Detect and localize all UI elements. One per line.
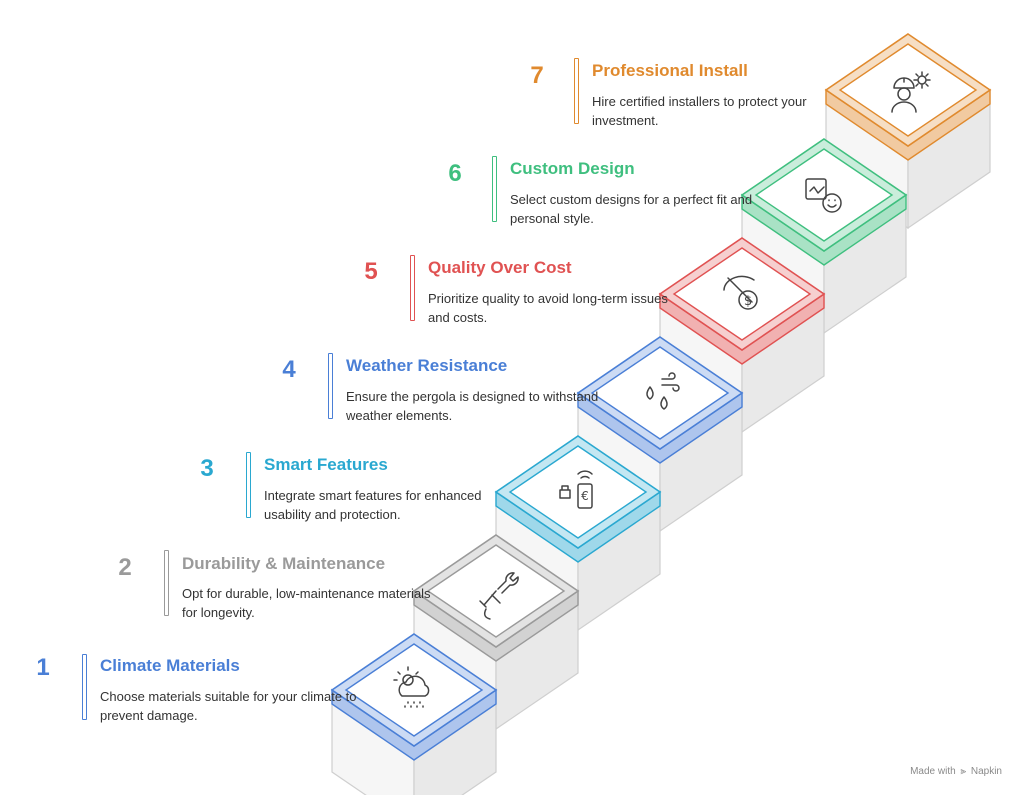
step-title: Custom Design bbox=[510, 159, 635, 178]
step-number: 7 bbox=[530, 62, 544, 89]
step-number: 6 bbox=[448, 160, 462, 187]
custom-design-icon bbox=[805, 178, 842, 213]
step-accent-bar bbox=[492, 156, 497, 222]
step-top-inner bbox=[754, 148, 894, 242]
step-title: Quality Over Cost bbox=[428, 258, 572, 277]
step-number: 2 bbox=[118, 554, 132, 581]
step-accent-bar bbox=[410, 255, 415, 321]
footer-credit: Made with ⫸ Napkin bbox=[910, 766, 1002, 777]
step-title: Durability & Maintenance bbox=[182, 554, 386, 573]
step-block-5: $ bbox=[658, 237, 826, 434]
weather-icon bbox=[393, 666, 430, 708]
step-number: 1 bbox=[36, 654, 50, 681]
svg-text:€: € bbox=[581, 489, 589, 503]
step-title: Climate Materials bbox=[100, 656, 240, 675]
step-block-6 bbox=[740, 138, 908, 335]
step-accent-bar bbox=[82, 654, 87, 720]
step-block-1 bbox=[330, 633, 498, 795]
step-description: Integrate smart features for enhanced us… bbox=[264, 488, 482, 522]
step-description: Choose materials suitable for your clima… bbox=[100, 689, 357, 723]
napkin-logo-icon: ⫸ bbox=[960, 766, 967, 777]
step-description: Ensure the pergola is designed to withst… bbox=[346, 389, 599, 423]
wrench-tool-icon bbox=[479, 572, 519, 620]
step-accent-bar bbox=[164, 550, 169, 616]
step-description: Select custom designs for a perfect fit … bbox=[510, 192, 753, 226]
step-block-7 bbox=[824, 33, 992, 230]
step-title: Smart Features bbox=[264, 455, 388, 474]
step-description: Hire certified installers to protect you… bbox=[592, 94, 807, 128]
step-accent-bar bbox=[328, 353, 333, 419]
step-number: 5 bbox=[364, 258, 378, 285]
smart-device-icon: € bbox=[559, 470, 593, 509]
footer-brand: Napkin bbox=[970, 766, 1002, 777]
step-accent-bar bbox=[574, 58, 579, 124]
step-top-inner bbox=[590, 346, 730, 440]
weather-resistance-icon bbox=[646, 372, 680, 410]
footer-text: Made with bbox=[910, 766, 956, 777]
step-description: Prioritize quality to avoid long-term is… bbox=[428, 291, 668, 325]
step-description: Opt for durable, low-maintenance materia… bbox=[182, 586, 431, 620]
quality-cost-icon: $ bbox=[723, 275, 758, 310]
step-top-inner bbox=[344, 643, 484, 737]
step-accent-bar bbox=[246, 452, 251, 518]
step-block-2 bbox=[412, 534, 580, 731]
step-title: Professional Install bbox=[592, 61, 748, 80]
svg-text:$: $ bbox=[744, 294, 752, 309]
step-title: Weather Resistance bbox=[346, 356, 508, 375]
step-number: 3 bbox=[200, 455, 214, 482]
installer-icon bbox=[891, 71, 931, 113]
step-number: 4 bbox=[282, 356, 296, 383]
